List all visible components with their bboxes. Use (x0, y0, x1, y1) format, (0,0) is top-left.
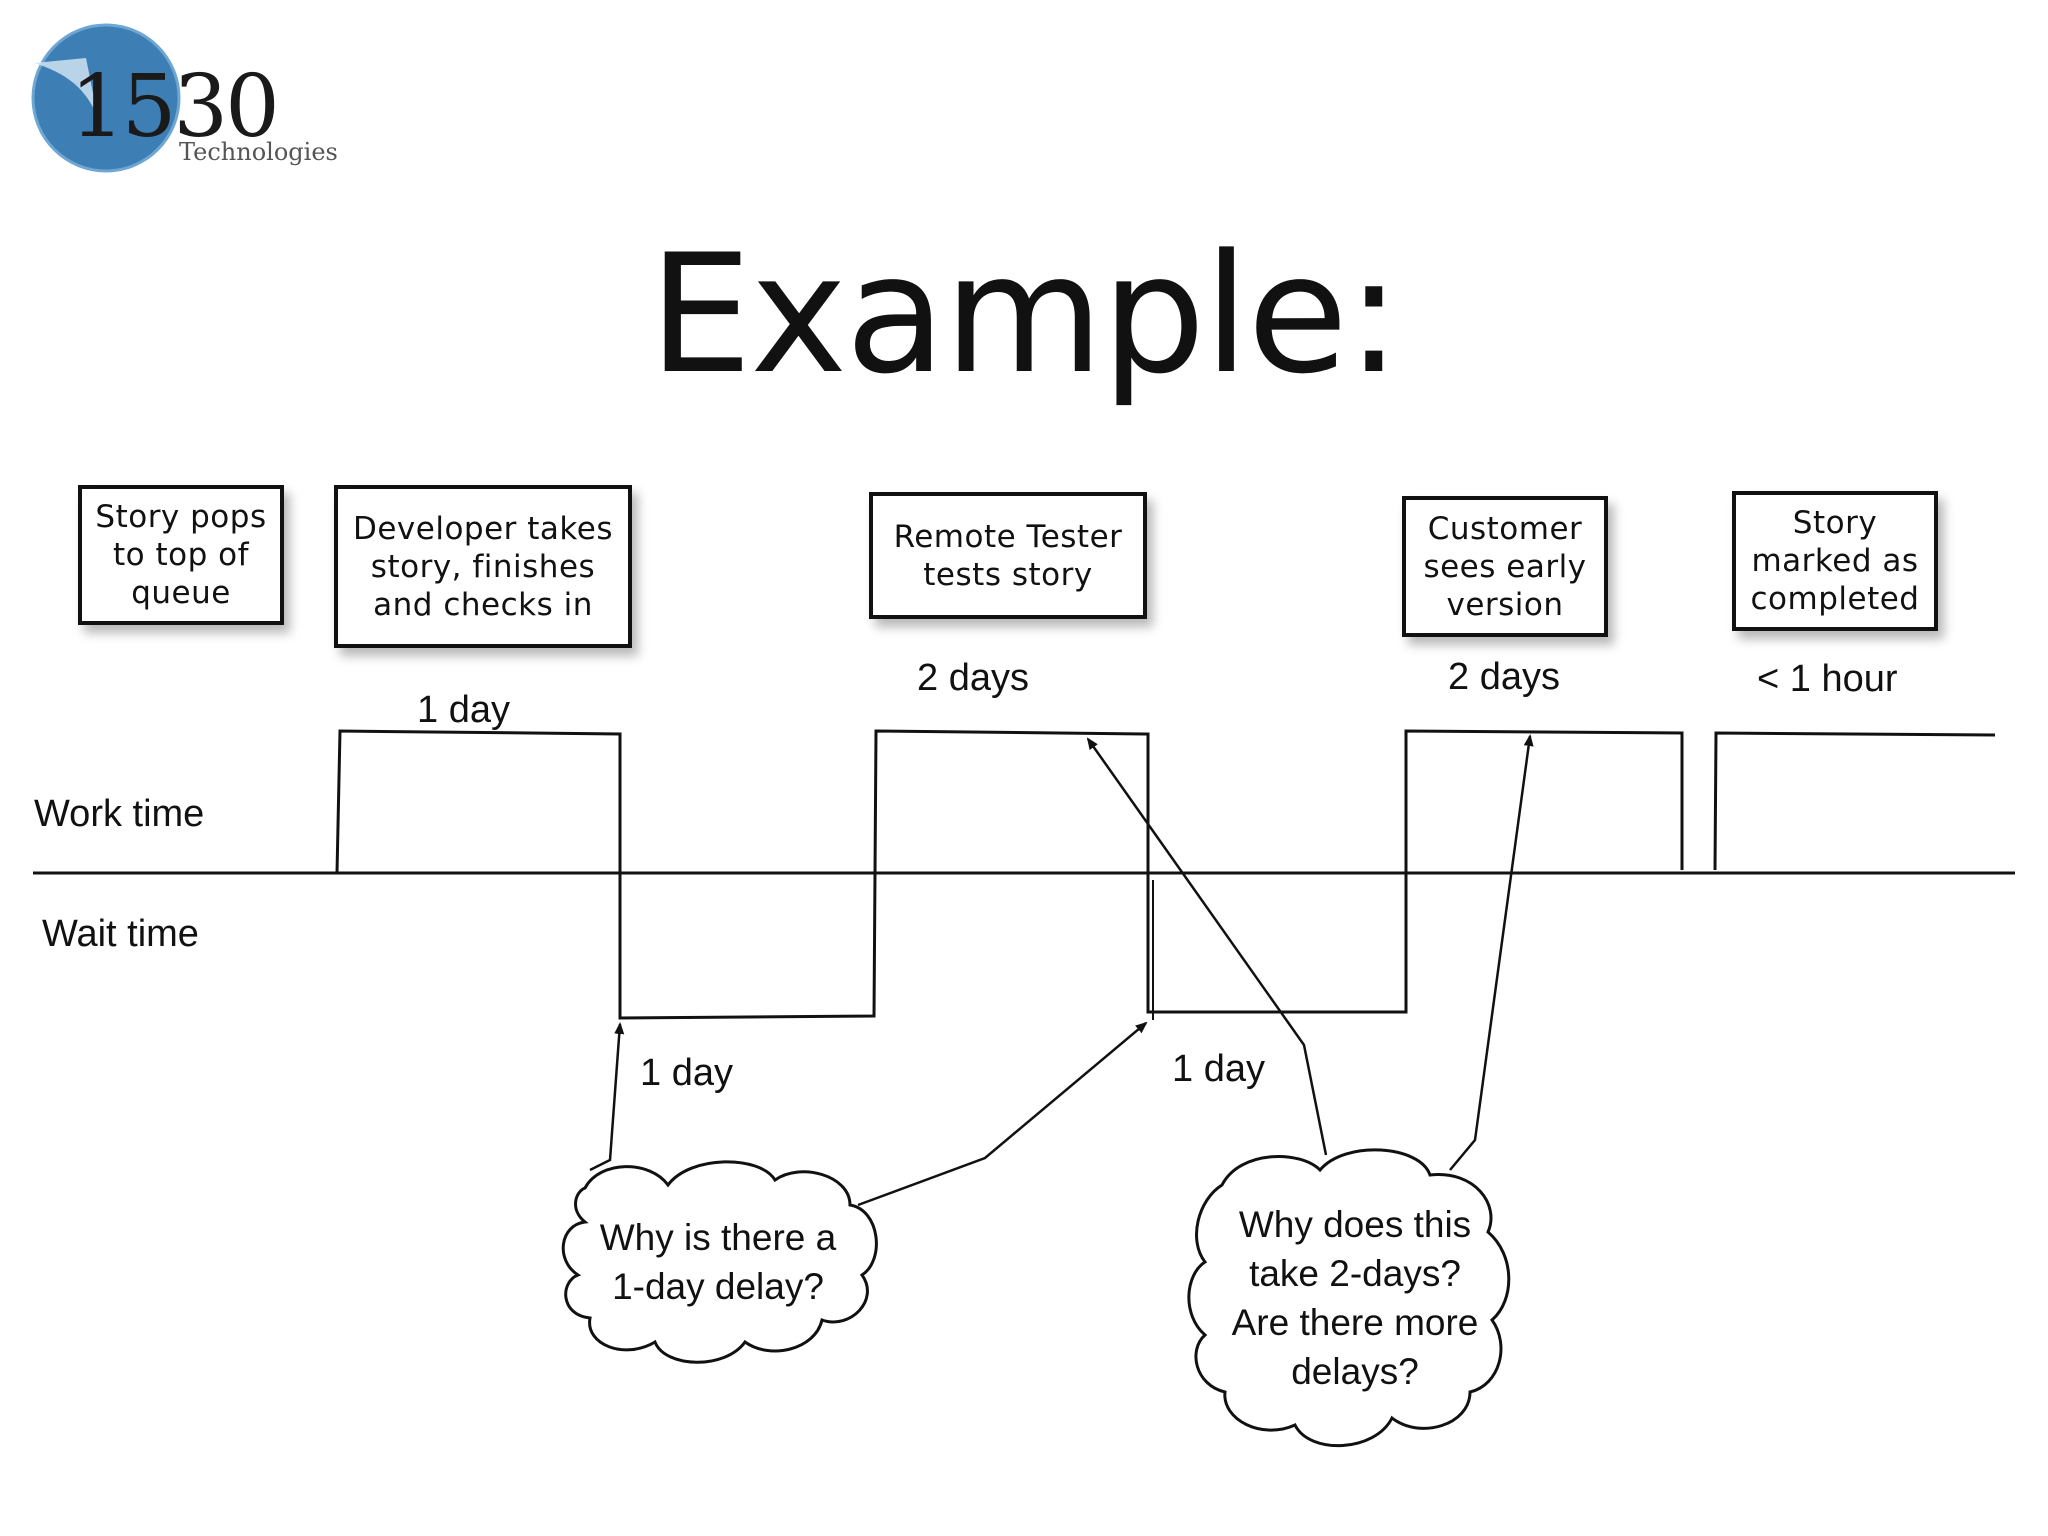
work-duration-develop: 1 day (417, 689, 510, 731)
work-duration-test: 2 days (917, 657, 1029, 699)
arrow-left-cloud-to-wait2 (857, 1021, 1148, 1207)
logo-swoosh (34, 58, 98, 118)
work-time-label: Work time (34, 793, 205, 835)
right-cloud-text: Why does this take 2-days? Are there mor… (1231, 1204, 1479, 1392)
step-box-customer: Customer sees early version (1402, 496, 1608, 637)
step-box-story-pops: Story pops to top of queue (78, 485, 284, 625)
final-work-block (1713, 731, 1996, 871)
right-question-cloud (1187, 1148, 1511, 1447)
work-wait-waveform (335, 729, 1684, 1020)
wait-duration-2: 1 day (1172, 1048, 1265, 1090)
left-question-cloud (561, 1160, 878, 1364)
logo-graphic: 1530 Technologies (31, 23, 338, 173)
step-box-completed: Story marked as completed (1732, 491, 1938, 631)
arrow-right-cloud-to-test (1086, 737, 1328, 1156)
left-cloud-text: Why is there a 1-day delay? (599, 1217, 837, 1307)
work-duration-customer: 2 days (1448, 656, 1560, 698)
step-label-story-pops: Story pops to top of queue (95, 499, 267, 611)
company-logo: 1530 Technologies (26, 18, 356, 178)
step-label-customer: Customer sees early version (1423, 510, 1587, 623)
logo-number: 1530 (70, 57, 277, 157)
wait-duration-1: 1 day (640, 1052, 733, 1094)
logo-subtitle: Technologies (179, 138, 338, 166)
arrow-right-cloud-to-customer (1449, 734, 1534, 1171)
work-duration-complete: < 1 hour (1757, 658, 1898, 700)
step-label-remote-tester: Remote Tester tests story (893, 518, 1123, 593)
step-label-completed: Story marked as completed (1750, 505, 1920, 617)
step-box-remote-tester: Remote Tester tests story (869, 492, 1147, 619)
slide-title: Example: (648, 219, 1402, 410)
arrow-left-cloud-to-wait1 (589, 1022, 625, 1172)
wait-time-label: Wait time (42, 913, 199, 955)
step-label-developer: Developer takes story, finishes and chec… (352, 510, 613, 623)
step-box-developer: Developer takes story, finishes and chec… (334, 485, 632, 648)
